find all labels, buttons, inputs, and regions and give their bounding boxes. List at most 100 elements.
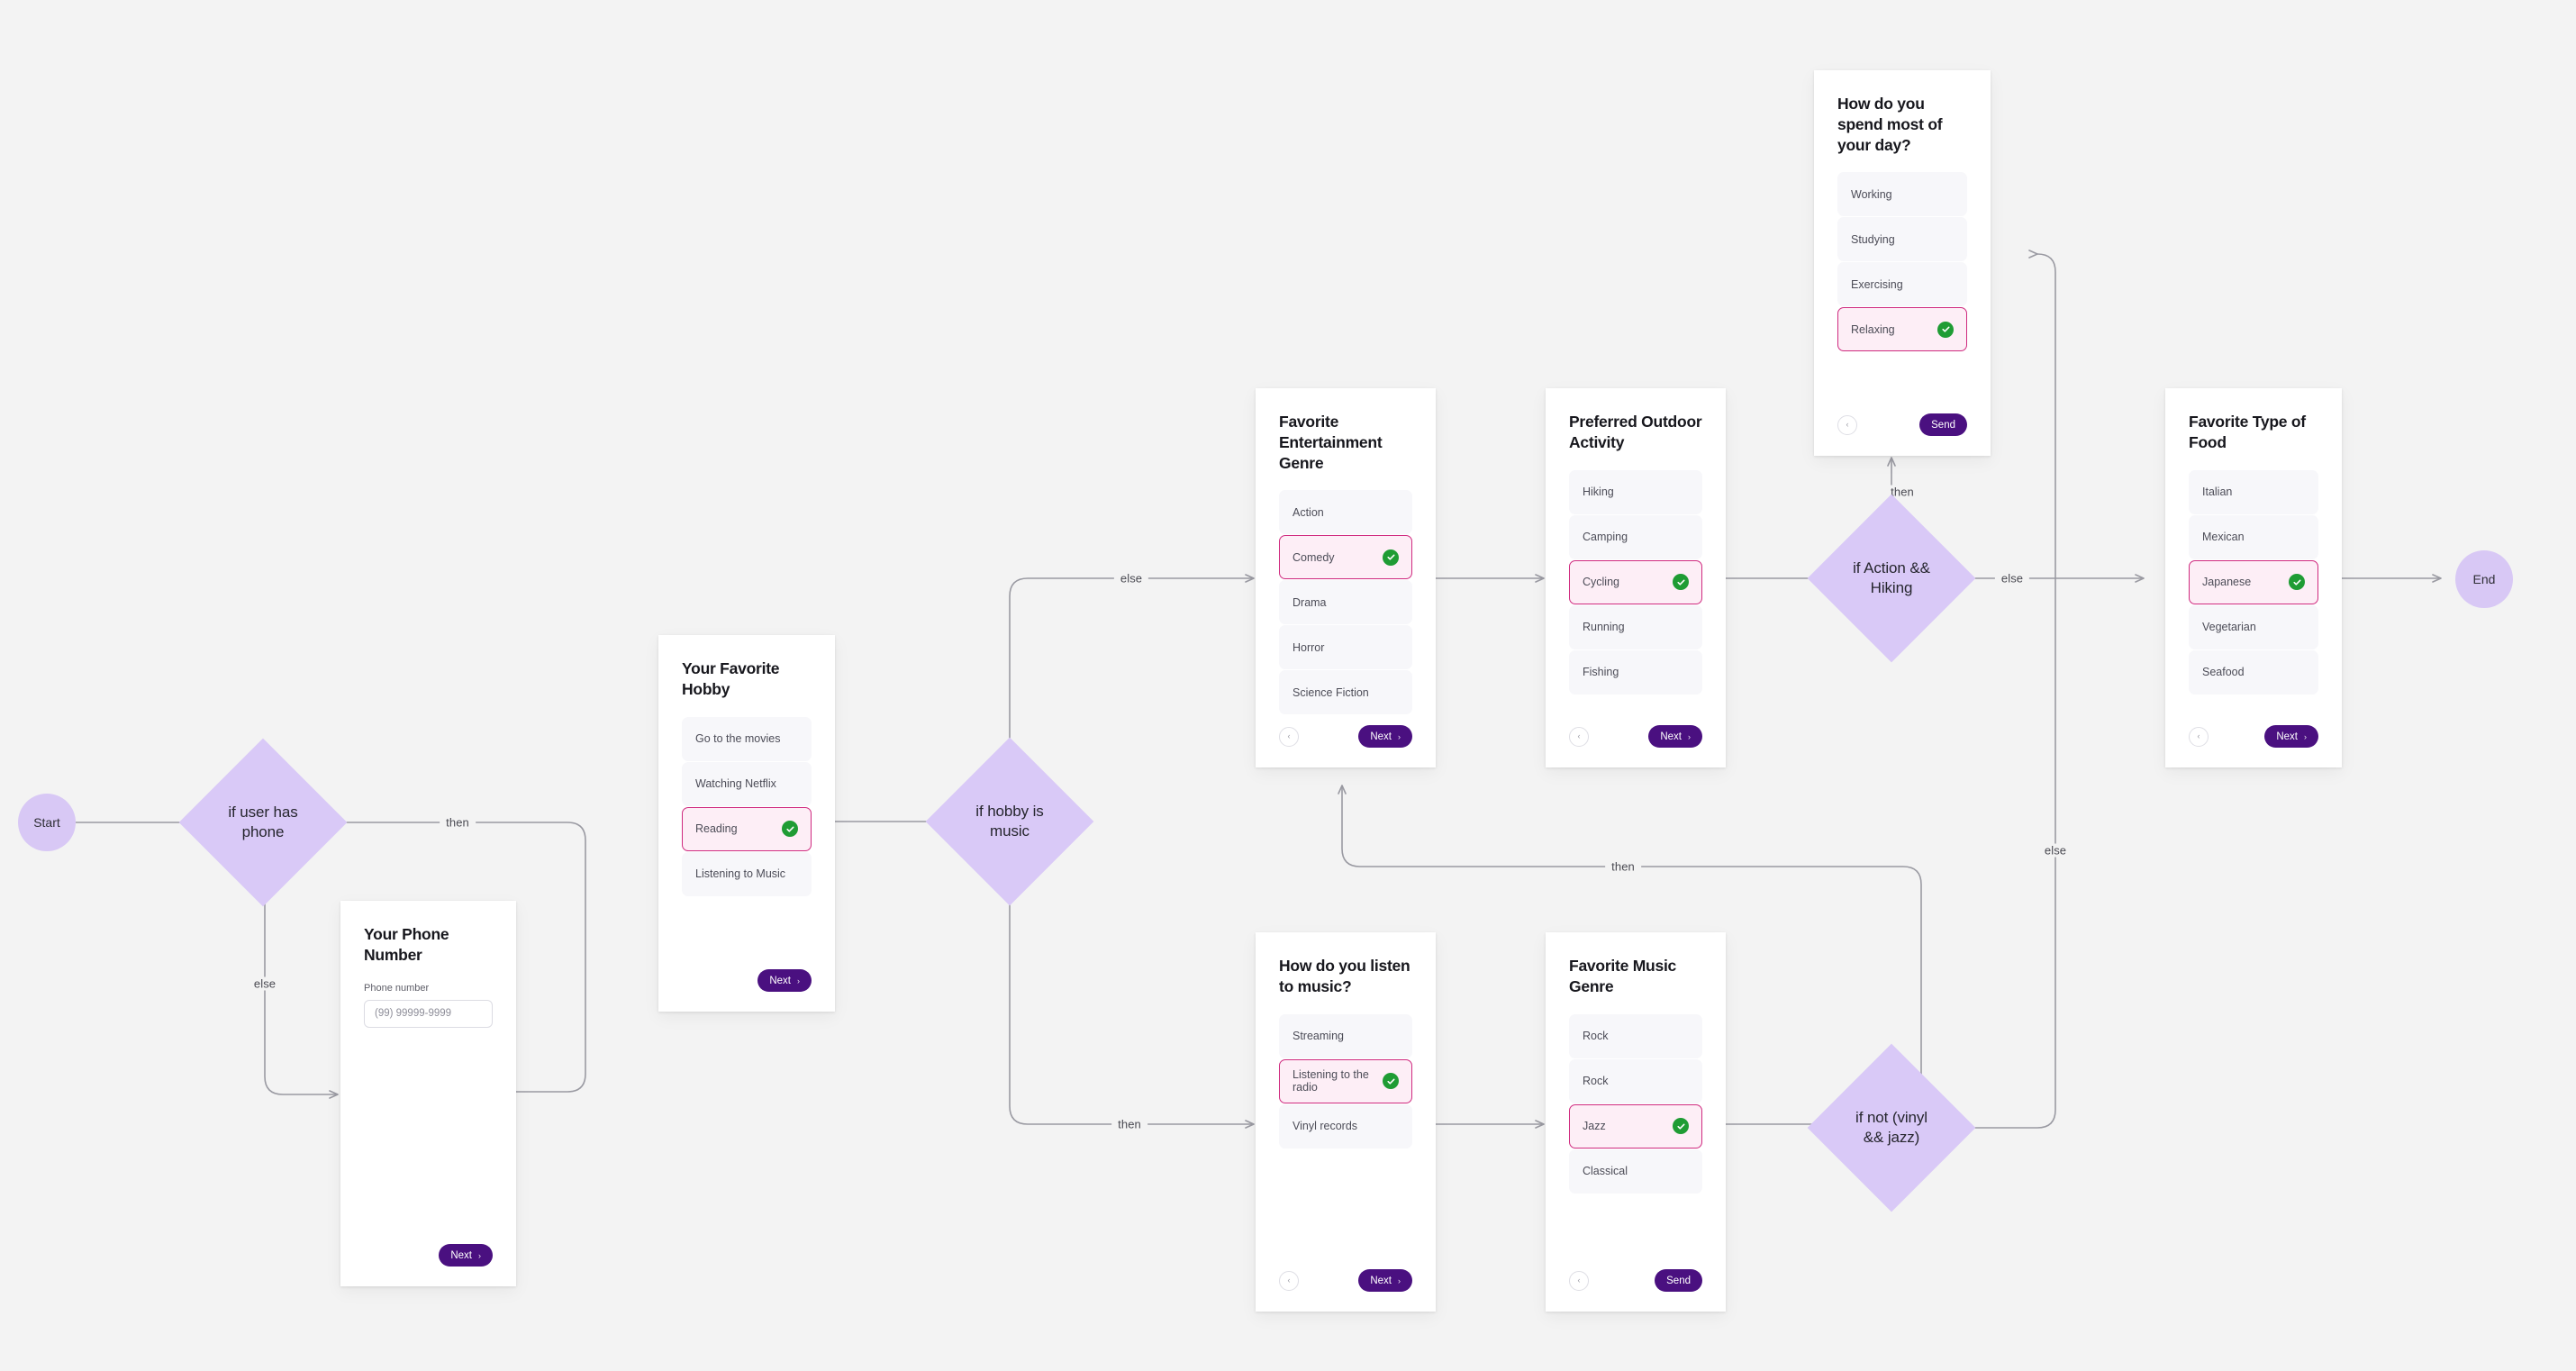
phone-number-input[interactable]: (99) 99999-9999 [364, 999, 493, 1028]
chevron-left-icon: ‹ [1846, 420, 1849, 429]
option-label: Rock [1583, 1075, 1609, 1087]
back-button[interactable]: ‹ [1837, 414, 1857, 435]
option-item-selected[interactable]: Comedy [1279, 535, 1412, 580]
option-item[interactable]: Go to the movies [682, 716, 812, 761]
back-button[interactable]: ‹ [1279, 1270, 1299, 1291]
edge-hobbymusic-then-listen [1009, 858, 1255, 1129]
option-item[interactable]: Listening to Music [682, 851, 812, 896]
back-button[interactable]: ‹ [2189, 726, 2209, 747]
edge-label-else: else [1113, 571, 1149, 586]
option-item[interactable]: Fishing [1569, 649, 1702, 695]
check-circle-icon [782, 821, 798, 837]
chevron-left-icon: ‹ [2197, 731, 2200, 740]
option-item[interactable]: Camping [1569, 514, 1702, 559]
back-button[interactable]: ‹ [1279, 726, 1299, 747]
option-item[interactable]: Drama [1279, 580, 1412, 625]
card-footer: ‹ Next › [1569, 725, 1702, 767]
option-item[interactable]: Seafood [2189, 649, 2318, 695]
option-item-selected[interactable]: Jazz [1569, 1103, 1702, 1149]
option-label: Watching Netflix [695, 777, 776, 790]
option-item-selected[interactable]: Reading [682, 806, 812, 851]
option-item[interactable]: Streaming [1279, 1013, 1412, 1058]
option-label: Running [1583, 621, 1625, 633]
chevron-right-icon: › [2304, 731, 2307, 741]
card-footer: ‹ Next › [2189, 725, 2318, 767]
option-list: Action Comedy Drama Horror Science Ficti… [1279, 490, 1412, 715]
decision-if-action-and-hiking[interactable]: if Action && Hiking [1807, 494, 1976, 663]
option-item[interactable]: Action [1279, 490, 1412, 535]
option-item[interactable]: Horror [1279, 625, 1412, 670]
option-item[interactable]: Mexican [2189, 514, 2318, 559]
node-start[interactable]: Start [18, 794, 76, 851]
option-label: Italian [2202, 486, 2233, 498]
option-list: Hiking Camping Cycling Running Fishing [1569, 469, 1702, 695]
next-button[interactable]: Next › [2264, 725, 2318, 748]
option-item[interactable]: Watching Netflix [682, 761, 812, 806]
option-item[interactable]: Running [1569, 604, 1702, 649]
send-button[interactable]: Send [1919, 413, 1967, 436]
edge-label-else: else [247, 976, 283, 991]
card-title: Favorite Music Genre [1569, 957, 1677, 995]
option-label: Drama [1293, 595, 1327, 609]
card-preferred-outdoor-activity: Preferred Outdoor Activity Hiking Campin… [1546, 388, 1726, 767]
option-item[interactable]: Italian [2189, 469, 2318, 514]
option-label: Seafood [2202, 666, 2245, 678]
next-button[interactable]: Next › [1358, 725, 1412, 748]
edge-label-else: else [2037, 843, 2073, 858]
phone-field-label: Phone number [364, 982, 430, 994]
chevron-left-icon: ‹ [1577, 731, 1581, 740]
option-label: Relaxing [1851, 322, 1895, 336]
check-circle-icon [1673, 574, 1689, 590]
option-item[interactable]: Science Fiction [1279, 670, 1412, 715]
card-title: Preferred Outdoor Activity [1569, 413, 1702, 451]
card-footer: ‹ Send [1569, 1269, 1702, 1312]
send-button-label: Send [1931, 419, 1955, 431]
edge-label-then: then [1111, 1117, 1147, 1131]
option-item[interactable]: Rock [1569, 1058, 1702, 1103]
decision-if-not-vinyl-and-jazz[interactable]: if not (vinyl && jazz) [1807, 1043, 1976, 1212]
card-footer: ‹ Send [1837, 413, 1967, 456]
back-button[interactable]: ‹ [1569, 726, 1589, 747]
option-label: Reading [695, 822, 738, 835]
option-item[interactable]: Vegetarian [2189, 604, 2318, 649]
edge-hobbymusic-else-entertainment [1009, 574, 1255, 785]
option-list: Go to the movies Watching Netflix Readin… [682, 716, 812, 897]
next-button[interactable]: Next › [757, 969, 812, 992]
option-item[interactable]: Hiking [1569, 469, 1702, 514]
option-label: Working [1851, 187, 1892, 201]
card-favorite-type-of-food: Favorite Type of Food Italian Mexican Ja… [2165, 388, 2342, 767]
decision-label: if not (vinyl && jazz) [1855, 1108, 1927, 1146]
send-button[interactable]: Send [1655, 1269, 1702, 1292]
decision-if-user-has-phone[interactable]: if user has phone [178, 738, 348, 907]
option-label: Vinyl records [1293, 1120, 1358, 1132]
chevron-right-icon: › [1398, 1276, 1401, 1285]
option-list: Italian Mexican Japanese Vegetarian Seaf… [2189, 469, 2318, 695]
option-item-selected[interactable]: Listening to the radio [1279, 1058, 1412, 1103]
next-button[interactable]: Next › [1358, 1269, 1412, 1292]
option-label: Fishing [1583, 666, 1619, 678]
option-item[interactable]: Working [1837, 172, 1967, 217]
card-title: Your Favorite Hobby [682, 659, 780, 698]
option-item-selected[interactable]: Relaxing [1837, 307, 1967, 352]
card-your-favorite-hobby: Your Favorite Hobby Go to the movies Wat… [658, 635, 835, 1012]
option-label: Classical [1583, 1165, 1628, 1177]
option-item[interactable]: Exercising [1837, 262, 1967, 307]
start-label: Start [33, 815, 60, 830]
option-label: Studying [1851, 232, 1895, 246]
option-label: Go to the movies [695, 732, 781, 745]
next-button-label: Next [769, 975, 791, 986]
decision-if-hobby-is-music[interactable]: if hobby is music [925, 737, 1094, 906]
option-item[interactable]: Rock [1569, 1013, 1702, 1058]
next-button-label: Next [1660, 731, 1682, 742]
option-label: Action [1293, 505, 1324, 519]
option-label: Listening to the radio [1293, 1068, 1369, 1094]
option-item-selected[interactable]: Cycling [1569, 559, 1702, 604]
node-end[interactable]: End [2455, 550, 2513, 608]
option-item[interactable]: Studying [1837, 217, 1967, 262]
option-item[interactable]: Classical [1569, 1149, 1702, 1194]
next-button[interactable]: Next › [1648, 725, 1702, 748]
option-item[interactable]: Vinyl records [1279, 1103, 1412, 1149]
option-item-selected[interactable]: Japanese [2189, 559, 2318, 604]
back-button[interactable]: ‹ [1569, 1270, 1589, 1291]
next-button[interactable]: Next › [439, 1244, 493, 1267]
